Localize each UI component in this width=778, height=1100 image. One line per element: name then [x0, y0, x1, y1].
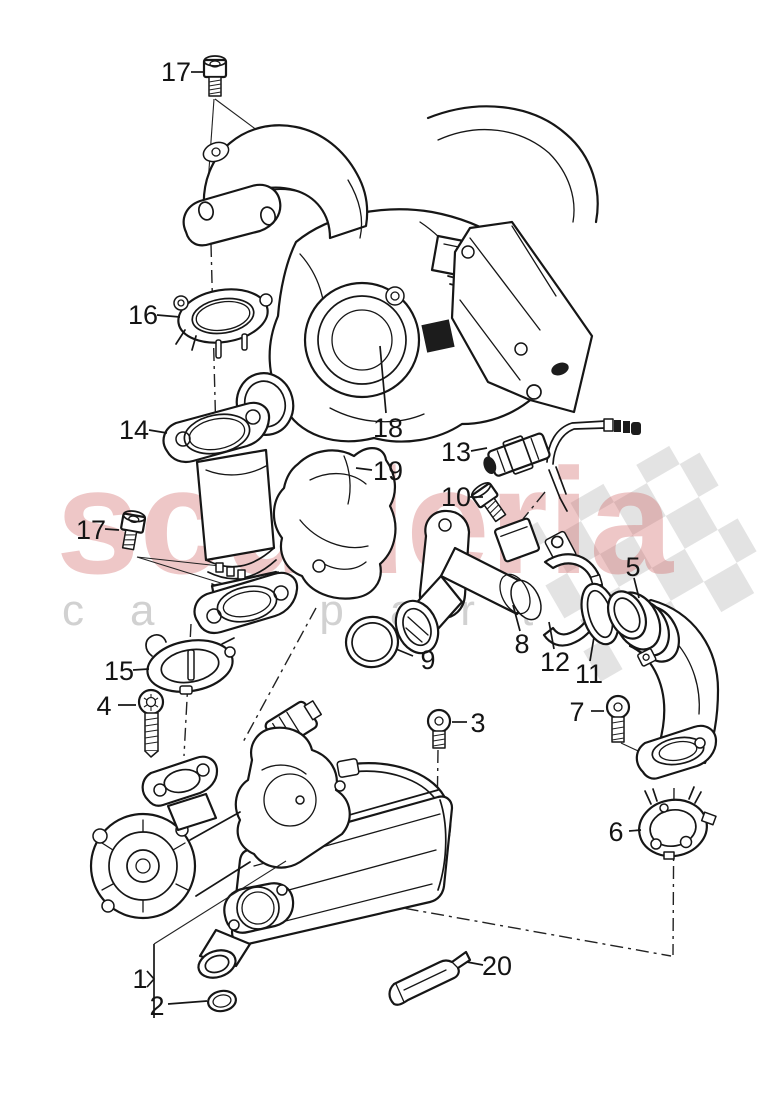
leader-lines [104, 71, 642, 1018]
callout-16: 16 [128, 300, 158, 330]
bolt-7-drawing [605, 694, 631, 743]
callout-5: 5 [625, 552, 640, 582]
checkered-flag-watermark [515, 434, 775, 682]
callout-7: 7 [569, 697, 584, 727]
callout-19: 19 [373, 456, 403, 486]
seal-ring-9-drawing [344, 615, 400, 669]
callout-9: 9 [420, 645, 435, 675]
callout-4: 4 [96, 691, 111, 721]
callout-labels: 17 16 14 18 19 13 10 5 9 8 12 11 7 3 17 … [76, 57, 641, 1021]
callout-6: 6 [608, 817, 623, 847]
connecting-pipe-8-drawing [394, 509, 542, 655]
sensor-13-drawing [483, 418, 641, 512]
bolt-3-drawing [426, 708, 452, 749]
callout-15: 15 [104, 656, 134, 686]
bolt-10-drawing [470, 482, 507, 523]
flange-gasket-14-drawing [162, 401, 271, 464]
callout-12: 12 [540, 647, 570, 677]
egr-assembly-drawing [89, 700, 454, 979]
callout-10: 10 [441, 482, 471, 512]
retaining-ring-6-drawing [638, 786, 717, 860]
callout-13: 13 [441, 437, 471, 467]
heat-shield-19-drawing [272, 447, 397, 600]
callout-8: 8 [514, 629, 529, 659]
turbocharger-drawing [182, 105, 599, 443]
callout-3: 3 [470, 708, 485, 738]
callout-14: 14 [119, 415, 149, 445]
callout-20: 20 [482, 951, 512, 981]
callout-11: 11 [575, 659, 603, 689]
bolt-17-left-drawing [120, 510, 147, 551]
o-ring-2-drawing [207, 989, 237, 1013]
callout-17-left: 17 [76, 515, 106, 545]
gasket-16-drawing [173, 288, 273, 359]
bolt-4-drawing [137, 688, 165, 758]
callout-2: 2 [149, 991, 164, 1021]
callout-17-top: 17 [161, 57, 191, 87]
callout-18: 18 [373, 413, 403, 443]
bolt-17-top-drawing [202, 55, 228, 97]
callout-1: 1 [132, 964, 147, 994]
gasket-15-drawing [145, 633, 236, 695]
sealant-tube-20-drawing [388, 950, 472, 1006]
hose-5-drawing [606, 590, 720, 780]
catalyst-pipe-drawing [193, 448, 299, 635]
